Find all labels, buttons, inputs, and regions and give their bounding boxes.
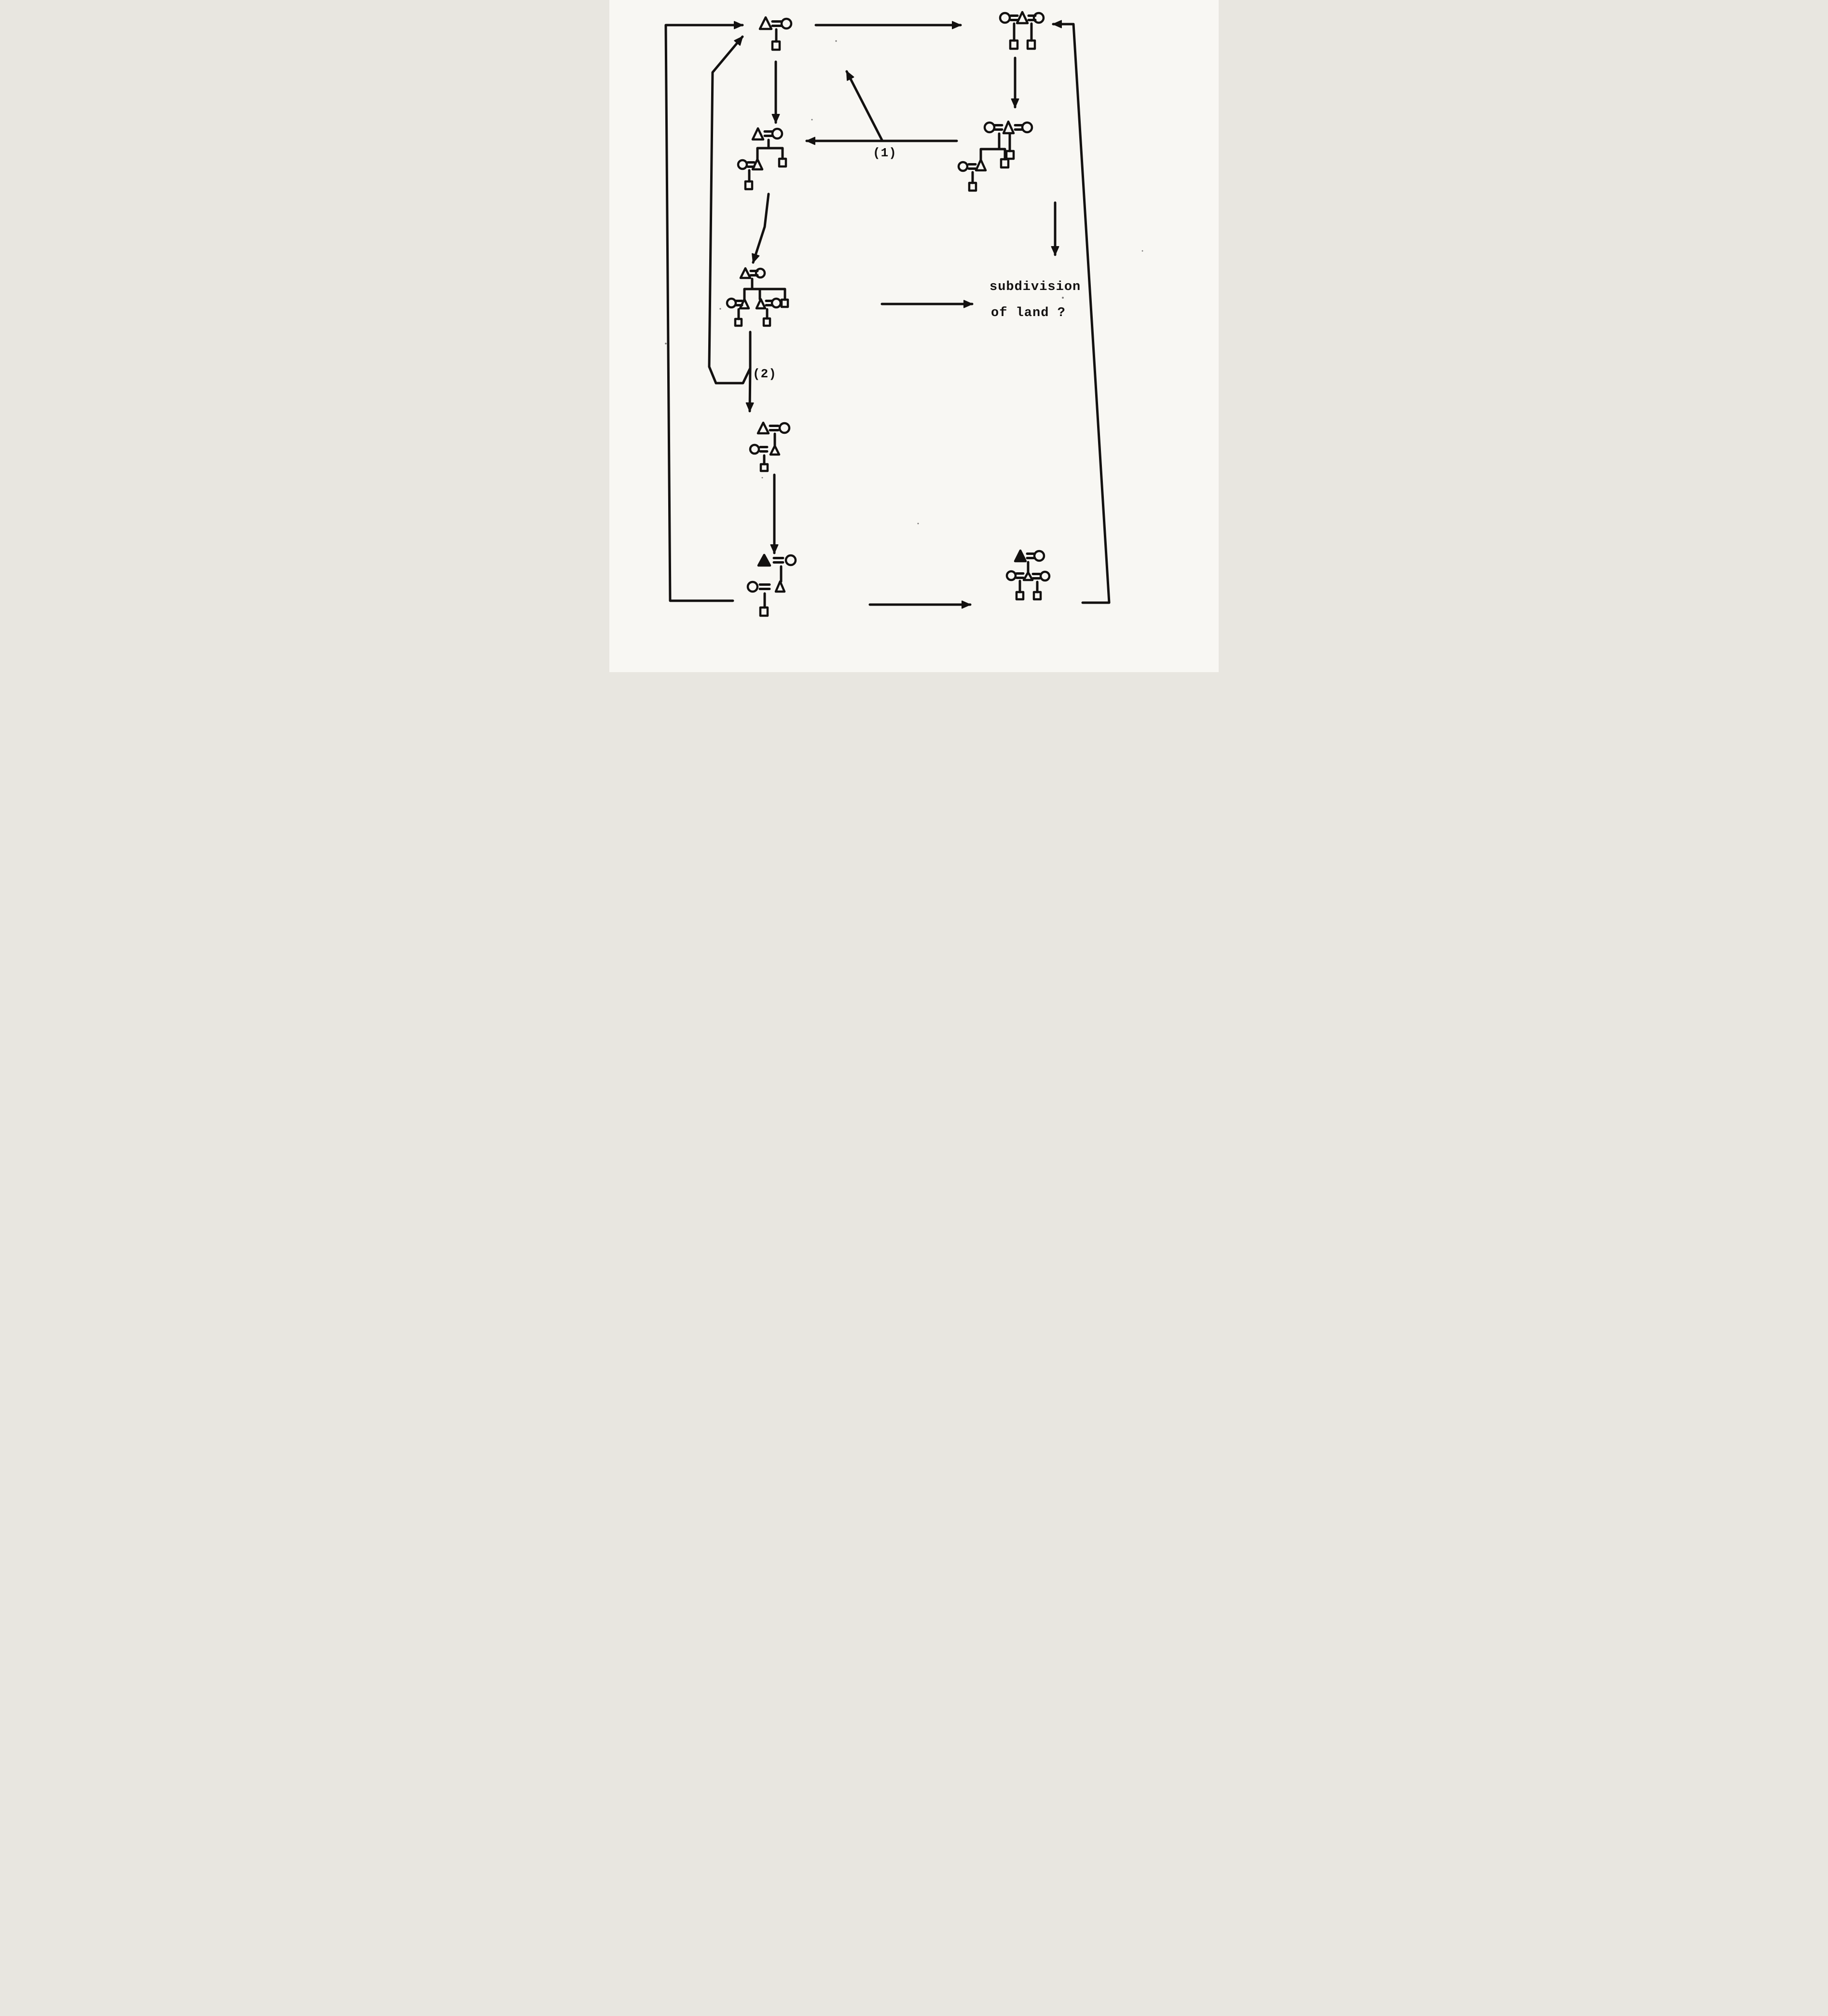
scan-speck: [835, 40, 837, 42]
stage4-to-stage5-arrow-arrowhead: [752, 253, 760, 263]
stage3-son-wife-symbol: [957, 161, 969, 172]
stage6-married-son-symbol: [769, 444, 781, 456]
stage2-first-wife-symbol: [999, 12, 1011, 24]
step2-return-path: [708, 35, 752, 385]
subdivision-of-land-label-line2: of land ?: [991, 306, 1066, 320]
stage4-grandchild-symbol: [744, 180, 754, 191]
return-step1-diagonal-arrow-arrowhead: [846, 71, 854, 81]
stage3-sibling-bracket: [979, 148, 1006, 161]
stage5-sibling-child-symbol: [780, 298, 789, 308]
stage3-second-wife-symbol: [1021, 121, 1033, 134]
scan-speck: [1141, 250, 1143, 252]
stage8-first-grandchild-symbol: [1015, 591, 1025, 601]
stage8-first-wife-symbol: [1005, 570, 1017, 581]
stage5-first-son-symbol: [739, 298, 750, 310]
stage4-sibling-child-symbol: [778, 157, 787, 168]
scan-speck: [665, 343, 667, 345]
stage3-father-symbol: [1002, 120, 1015, 135]
scan-speck: [1062, 297, 1064, 299]
stage5-father-symbol: [739, 267, 752, 279]
stage8-second-grandchild-symbol: [1032, 591, 1042, 601]
stage6-father-symbol: [756, 421, 770, 435]
left-cycle-path: [664, 24, 744, 602]
subdivision-of-land-label-line1: subdivision: [990, 280, 1081, 294]
stage1-child-symbol: [771, 40, 781, 51]
stage5-sibling-bracket: [743, 288, 786, 301]
stage2-husband-symbol: [1016, 11, 1029, 25]
stage7-son-wife-symbol: [746, 580, 759, 593]
stage8-second-wife-symbol: [1039, 570, 1051, 582]
stage3-second-wife-child-symbol: [1005, 150, 1015, 160]
stage3-to-outcome-arrow-arrowhead: [1051, 246, 1059, 255]
stage3-first-wife-symbol: [983, 121, 996, 134]
scan-speck: [917, 523, 919, 525]
stage5-second-son-wife-symbol: [770, 297, 782, 309]
stage4-son-wife-symbol: [737, 159, 748, 170]
stage5-second-son-symbol: [755, 298, 767, 310]
stage1-to-stage2-arrow-arrowhead: [952, 21, 961, 29]
scan-speck: [719, 308, 721, 310]
step2-junction-arrow-arrowhead: [745, 402, 754, 412]
stage2-second-child-symbol: [1026, 39, 1036, 50]
stage4-married-son-symbol: [751, 158, 764, 171]
scan-speck: [761, 477, 763, 479]
stage5-first-grandchild-symbol: [734, 318, 743, 327]
stage8-deceased-father-symbol: [1014, 549, 1027, 563]
left-cycle-path-arrowhead: [734, 21, 743, 29]
stage6-mother-symbol: [778, 422, 791, 434]
cycle-step-1-label: (1): [873, 146, 897, 160]
return-step1-diagonal-arrow: [845, 70, 884, 142]
stage6-grandchild-symbol: [759, 463, 769, 472]
stage8-widow-symbol: [1033, 550, 1045, 562]
return-step1-horizontal-arrow-arrowhead: [806, 137, 815, 145]
stage1-wife-symbol: [780, 17, 793, 30]
step2-return-path-arrowhead: [734, 36, 743, 46]
stage6-to-stage7-arrow-arrowhead: [770, 544, 779, 553]
stage3-married-son-symbol: [975, 158, 987, 172]
stage3-grandchild-symbol: [968, 181, 977, 192]
right-cycle-path: [1052, 23, 1111, 604]
stage5-first-son-wife-symbol: [726, 297, 737, 309]
scan-speck: [811, 119, 813, 121]
stage3-sibling-child-symbol: [1000, 158, 1010, 169]
stage6-son-wife-symbol: [749, 443, 760, 455]
stage5-mother-symbol: [755, 267, 766, 279]
kinship-cycle-diagram: [664, 11, 1143, 617]
cycle-step-2-label: (2): [753, 367, 777, 381]
stage2-to-stage3-arrow-arrowhead: [1011, 98, 1019, 108]
stage5-to-outcome-arrow-arrowhead: [963, 300, 973, 308]
stage7-deceased-father-symbol: [757, 553, 771, 567]
stage1-husband-symbol: [758, 16, 773, 30]
stage4-father-symbol: [751, 127, 765, 141]
stage4-sibling-bracket: [756, 147, 784, 161]
stage7-grandchild-symbol: [759, 606, 769, 617]
document-page: (1) (2) subdivision of land ?: [609, 0, 1219, 672]
stage5-second-grandchild-symbol: [762, 317, 771, 327]
stage4-mother-symbol: [771, 127, 783, 140]
stage2-second-wife-symbol: [1032, 12, 1045, 24]
stage7-widow-symbol: [784, 554, 797, 566]
stage2-first-child-symbol: [1009, 39, 1019, 50]
stage4-to-stage5-arrow: [752, 193, 770, 264]
stage1-to-stage4-arrow-arrowhead: [771, 114, 780, 123]
stage7-to-stage8-arrow-arrowhead: [962, 600, 971, 609]
stage8-heir-son-symbol: [1022, 571, 1034, 581]
right-cycle-path-arrowhead: [1053, 20, 1062, 28]
stage7-heir-son-symbol: [774, 580, 786, 593]
